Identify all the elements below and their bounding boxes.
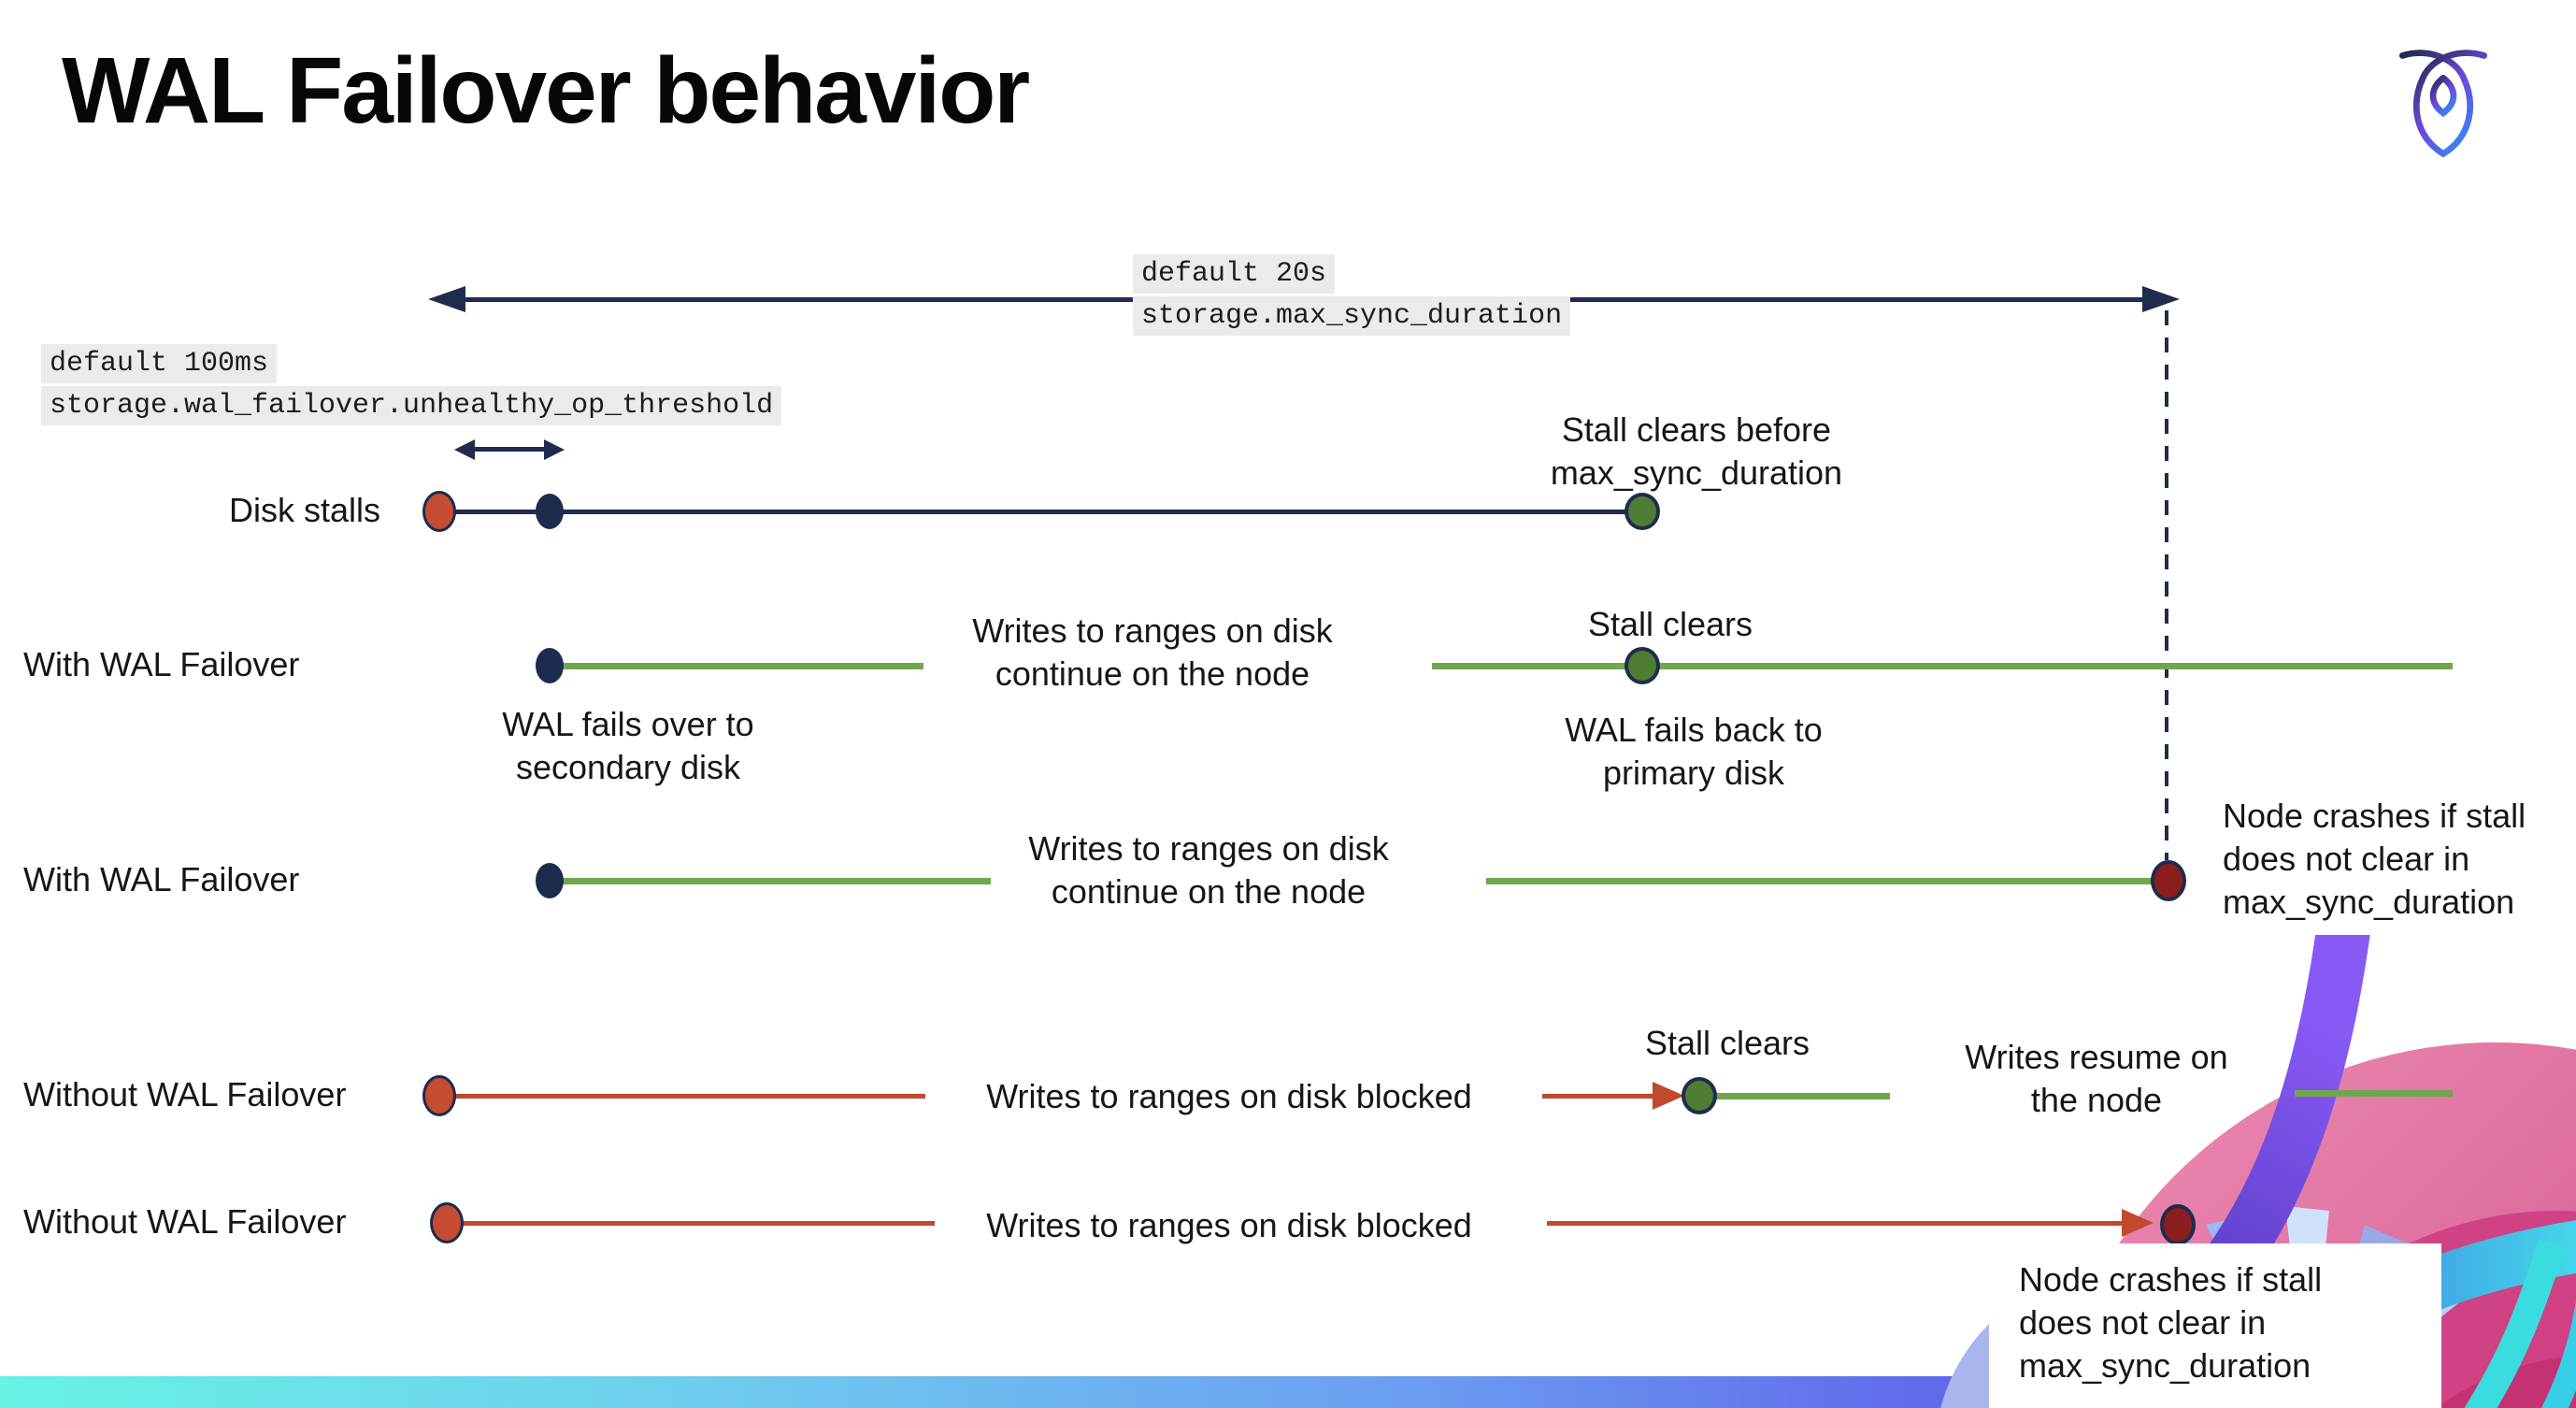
max-sync-duration-label: default 20s storage.max_sync_duration [1133,254,1571,336]
arrowhead-right-icon [2142,286,2180,312]
stall-start-dot [422,491,456,532]
writes-blocked-line-a [451,1094,925,1099]
max-sync-deadline-dashed-line [2165,310,2168,860]
max-sync-setting-name: storage.max_sync_duration [1133,296,1571,336]
node-crash-dot-2 [2160,1204,2196,1245]
writes-blocked-arrow-line [1542,1094,1654,1099]
node-crash-dot [2151,860,2186,901]
writes-continue-label-2: Writes to ranges on disk continue on the… [1028,829,1389,912]
writes-blocked-arrow-line-2 [1547,1221,2124,1226]
wal-fails-back-label: WAL fails back to primary disk [1565,711,1823,793]
stall-clears-dot-2 [1624,647,1660,684]
node-crash-label: Node crashes if stall does not clear in … [2223,797,2526,922]
wal-fails-over-label: WAL fails over to secondary disk [502,705,754,787]
unhealthy-op-span-line [471,447,546,452]
max-sync-default-value: default 20s [1133,254,1336,294]
writes-resume-label: Writes resume on the node [1965,1038,2228,1120]
row-label-without-wal-failover-1: Without WAL Failover [23,1075,347,1113]
stall-clears-dot [1624,493,1660,530]
threshold-dot [536,494,564,529]
cockroachdb-logo [2398,50,2488,157]
small-arrowhead-right-icon [544,439,565,460]
writes-continue-line-a [561,663,923,669]
disk-stalls-timeline [439,510,1642,514]
stall-start-dot-3 [430,1202,464,1243]
small-arrowhead-left-icon [454,439,475,460]
node-crash-label-2: Node crashes if stall does not clear in … [2019,1260,2323,1386]
red-arrowhead-icon-2 [2122,1209,2154,1237]
stall-clears-before-label: Stall clears before max_sync_duration [1550,410,1843,493]
stall-clears-label-2: Stall clears [1587,605,1753,643]
writes-blocked-label-2: Writes to ranges on disk blocked [986,1206,1472,1244]
row-label-without-wal-failover-2: Without WAL Failover [23,1202,347,1241]
writes-continue-line-d [1486,878,2166,884]
unhealthy-op-default-value: default 100ms [41,344,278,383]
writes-continue-line-c [561,878,991,884]
writes-resume-line-a [1716,1093,1890,1099]
failover-dot-2 [536,863,564,898]
node-crash-callout: Node crashes if stall does not clear in … [1989,1243,2441,1408]
writes-blocked-label: Writes to ranges on disk blocked [986,1077,1472,1115]
writes-continue-label: Writes to ranges on disk continue on the… [972,611,1333,694]
page-title: WAL Failover behavior [62,38,1030,143]
stall-clears-dot-3 [1682,1077,1717,1114]
arrowhead-left-icon [428,286,465,312]
unhealthy-op-threshold-label: default 100ms storage.wal_failover.unhea… [41,344,782,425]
writes-blocked-line-b [458,1221,935,1226]
writes-continue-line-b [1432,663,2453,669]
unhealthy-op-setting-name: storage.wal_failover.unhealthy_op_thresh… [41,386,782,425]
failover-dot [536,648,564,683]
stall-clears-label-3: Stall clears [1644,1024,1810,1062]
red-arrowhead-icon [1653,1082,1684,1110]
row-label-disk-stalls: Disk stalls [229,491,381,529]
stall-start-dot-2 [422,1075,456,1116]
writes-resume-line-b [2295,1090,2453,1097]
row-label-with-wal-failover-2: With WAL Failover [23,860,300,898]
row-label-with-wal-failover-1: With WAL Failover [23,645,300,683]
